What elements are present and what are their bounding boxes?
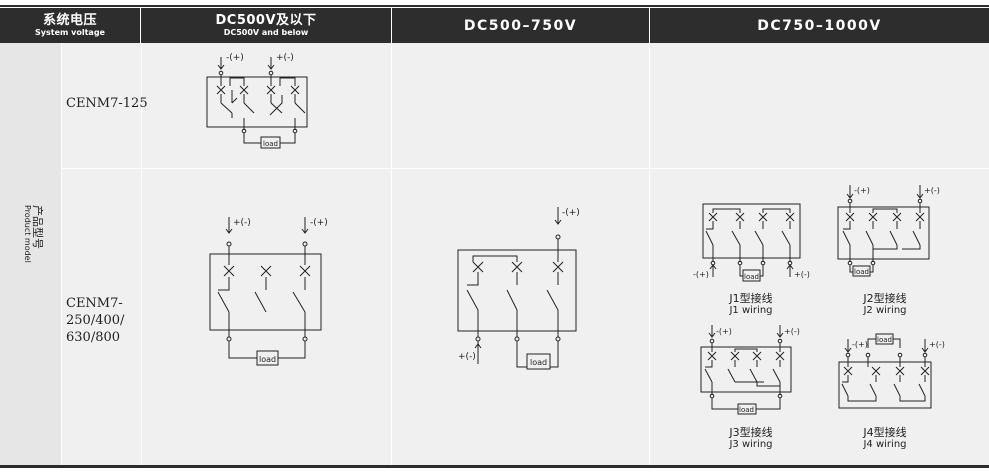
- header-col3: DC750–1000V: [650, 8, 989, 43]
- load-label: load: [263, 140, 278, 148]
- load-label: load: [530, 358, 547, 367]
- j2-caption: J2型接线 J2 wiring: [845, 293, 925, 317]
- load-label: load: [744, 273, 759, 281]
- header-col2-label: DC500–750V: [463, 17, 578, 34]
- terminal-label: -(+): [562, 208, 580, 218]
- load-label: load: [259, 355, 276, 364]
- top-rule: [0, 5, 989, 7]
- model-row2-line2: 250/400/: [66, 313, 125, 328]
- grid-line: [391, 43, 392, 468]
- j3-caption-en: J3 wiring: [729, 439, 773, 450]
- terminal-label: +(-): [794, 270, 810, 279]
- header-col1: DC500V及以下 DC500V and below: [141, 8, 391, 43]
- model-cenm7-125: CENM7-125: [66, 95, 148, 112]
- header-col1-cn: DC500V及以下: [215, 12, 317, 28]
- j4-caption-en: J4 wiring: [863, 439, 907, 450]
- terminal-label: +(-): [929, 340, 945, 349]
- model-row1-label: CENM7-125: [66, 96, 148, 111]
- grid-line: [141, 43, 142, 468]
- header-col1-en: DC500V and below: [223, 27, 309, 37]
- terminal-label: +(-): [276, 53, 294, 63]
- product-model-column: [0, 43, 61, 468]
- terminal-label: -(+): [854, 186, 870, 195]
- header-col3-label: DC750–1000V: [757, 17, 882, 34]
- terminal-label: -(+): [852, 340, 868, 349]
- header-system-voltage: 系统电压 System voltage: [0, 8, 140, 43]
- j1-caption-en: J1 wiring: [729, 305, 773, 316]
- terminal-label: +(-): [233, 218, 251, 228]
- grid-line: [61, 168, 989, 169]
- j1-caption-cn: J1型接线: [729, 292, 773, 305]
- j3-caption: J3型接线 J3 wiring: [711, 427, 791, 451]
- header-col2: DC500–750V: [392, 8, 649, 43]
- j4-caption: J4型接线 J4 wiring: [845, 427, 925, 451]
- j1-caption: J1型接线 J1 wiring: [711, 293, 791, 317]
- load-label: load: [854, 268, 869, 276]
- load-label: load: [739, 406, 754, 414]
- model-row2-line3: 630/800: [66, 330, 121, 345]
- terminal-label: -(+): [693, 270, 709, 279]
- terminal-label: +(-): [924, 186, 940, 195]
- j2-caption-en: J2 wiring: [863, 305, 907, 316]
- j2-caption-cn: J2型接线: [863, 292, 907, 305]
- terminal-label: -(+): [226, 53, 244, 63]
- model-row2-line1: CENM7-: [66, 296, 123, 311]
- j4-caption-cn: J4型接线: [863, 426, 907, 439]
- grid-line: [649, 43, 650, 468]
- terminal-label: +(-): [784, 327, 800, 336]
- load-label: load: [877, 336, 892, 344]
- model-cenm7-250-800: CENM7- 250/400/ 630/800: [66, 295, 124, 346]
- header-system-voltage-cn: 系统电压: [42, 12, 97, 28]
- header-system-voltage-en: System voltage: [35, 27, 105, 37]
- grid-line: [61, 43, 62, 468]
- terminal-label: -(+): [310, 218, 328, 228]
- j3-caption-cn: J3型接线: [729, 426, 773, 439]
- bottom-rule: [0, 465, 989, 468]
- terminal-label: +(-): [458, 352, 476, 362]
- terminal-label: -(+): [716, 327, 732, 336]
